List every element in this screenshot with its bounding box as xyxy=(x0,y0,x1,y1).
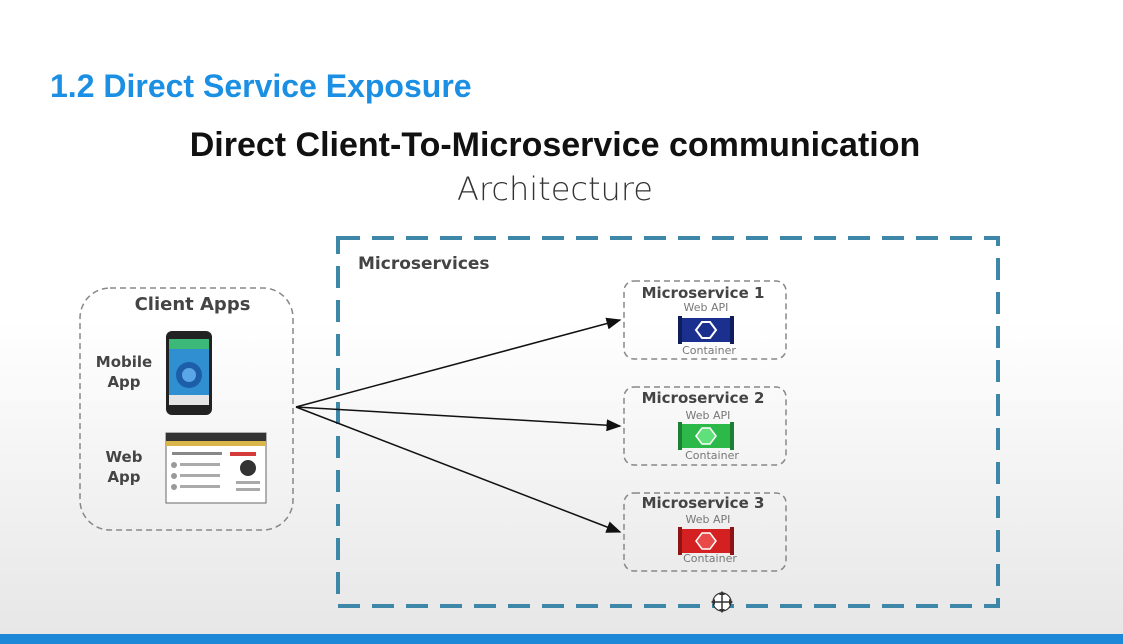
subtitle: Architecture xyxy=(457,170,653,208)
microservice-3-api: Web API xyxy=(685,513,731,526)
section-title: 1.2 Direct Service Exposure xyxy=(50,68,472,104)
container-icon-3 xyxy=(678,527,734,555)
microservice-3-container: Container xyxy=(683,552,737,565)
container-icon-1 xyxy=(678,316,734,344)
container-icon-2 xyxy=(678,422,734,450)
client-apps-boundary xyxy=(79,287,294,531)
microservice-2-container: Container xyxy=(685,449,739,462)
move-cursor-icon xyxy=(711,591,733,613)
mobile-phone-icon xyxy=(166,331,212,415)
microservice-2-boundary xyxy=(623,386,787,466)
web-app-label-line2: App xyxy=(107,468,141,486)
microservice-1-container: Container xyxy=(682,344,736,357)
client-apps-title: Client Apps xyxy=(134,294,251,315)
microservice-1-boundary xyxy=(623,280,787,360)
microservices-title: Microservices xyxy=(358,254,490,274)
microservice-1-api: Web API xyxy=(683,301,729,314)
main-title: Direct Client-To-Microservice communicat… xyxy=(189,126,921,164)
microservice-3-name: Microservice 3 xyxy=(641,494,765,512)
mobile-app-label-line2: App xyxy=(107,373,141,391)
web-app-screenshot-icon xyxy=(165,432,267,504)
bottom-accent-bar xyxy=(0,634,1123,644)
microservice-1-name: Microservice 1 xyxy=(641,284,765,302)
mobile-app-label-line1: Mobile xyxy=(95,353,153,371)
arrow-to-microservice-3 xyxy=(295,406,622,533)
arrow-to-microservice-1 xyxy=(295,317,622,408)
arrow-to-microservice-2 xyxy=(295,406,622,432)
microservice-2-name: Microservice 2 xyxy=(641,389,765,407)
microservice-2-api: Web API xyxy=(685,409,731,422)
web-app-label-line1: Web xyxy=(105,448,143,466)
microservice-3-boundary xyxy=(623,492,787,572)
microservices-boundary xyxy=(336,236,1000,608)
